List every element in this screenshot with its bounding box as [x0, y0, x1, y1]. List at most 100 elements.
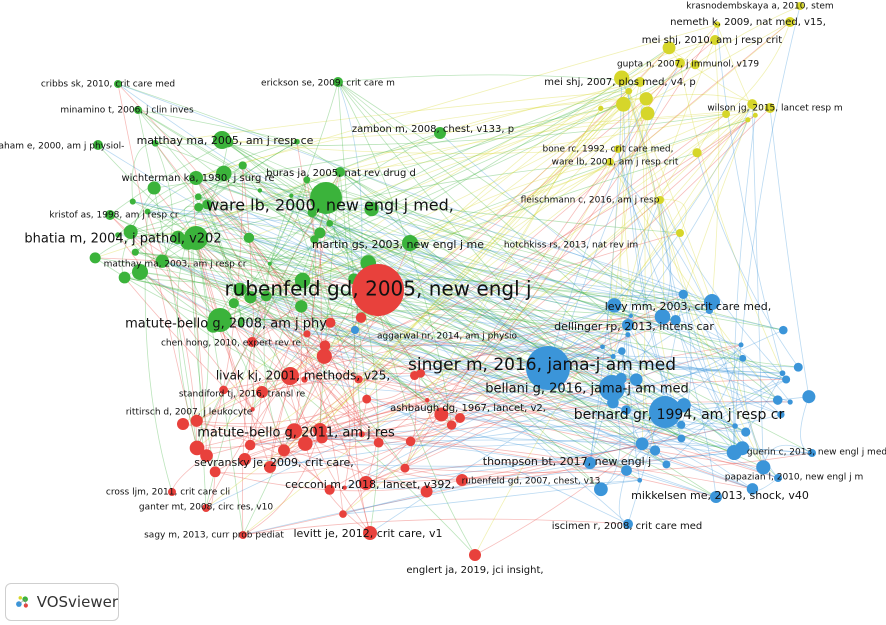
- publication-node[interactable]: [677, 434, 686, 443]
- publication-node[interactable]: [710, 491, 722, 503]
- publication-node[interactable]: [115, 232, 121, 238]
- publication-node[interactable]: [455, 413, 465, 423]
- publication-node[interactable]: [741, 427, 751, 437]
- publication-node[interactable]: [621, 465, 632, 476]
- publication-node[interactable]: [194, 202, 204, 212]
- publication-node[interactable]: [363, 526, 377, 540]
- publication-node[interactable]: [732, 423, 738, 429]
- publication-node[interactable]: [649, 445, 661, 456]
- publication-node[interactable]: [189, 440, 205, 456]
- publication-node[interactable]: [662, 460, 671, 469]
- publication-node[interactable]: [335, 167, 345, 177]
- publication-node[interactable]: [600, 344, 605, 350]
- publication-node[interactable]: [313, 423, 327, 437]
- publication-node[interactable]: [649, 396, 681, 428]
- publication-node[interactable]: [134, 106, 142, 114]
- publication-node[interactable]: [303, 176, 311, 184]
- publication-node[interactable]: [244, 439, 256, 451]
- publication-node[interactable]: [177, 418, 189, 430]
- publication-node[interactable]: [194, 193, 202, 201]
- publication-node[interactable]: [216, 165, 232, 182]
- publication-node[interactable]: [739, 354, 747, 362]
- publication-node[interactable]: [324, 484, 335, 495]
- publication-node[interactable]: [416, 368, 426, 378]
- publication-node[interactable]: [310, 182, 342, 214]
- publication-node[interactable]: [168, 488, 176, 496]
- publication-node[interactable]: [256, 386, 268, 398]
- publication-node[interactable]: [713, 21, 721, 28]
- publication-node[interactable]: [402, 235, 418, 251]
- publication-node[interactable]: [354, 375, 363, 384]
- publication-node[interactable]: [690, 59, 700, 70]
- publication-node[interactable]: [233, 282, 247, 297]
- publication-node[interactable]: [244, 291, 257, 304]
- publication-node[interactable]: [301, 376, 308, 383]
- publication-node[interactable]: [746, 483, 759, 495]
- publication-node[interactable]: [662, 41, 676, 55]
- publication-node[interactable]: [752, 112, 758, 118]
- publication-node[interactable]: [779, 325, 788, 335]
- publication-node[interactable]: [351, 326, 359, 334]
- publication-node[interactable]: [239, 531, 247, 539]
- publication-node[interactable]: [155, 254, 169, 268]
- publication-node[interactable]: [745, 117, 751, 123]
- publication-node[interactable]: [606, 158, 614, 166]
- publication-node[interactable]: [202, 504, 210, 512]
- publication-node[interactable]: [446, 420, 457, 430]
- publication-node[interactable]: [250, 407, 255, 412]
- publication-node[interactable]: [294, 138, 300, 145]
- publication-node[interactable]: [286, 423, 303, 439]
- publication-node[interactable]: [238, 321, 244, 328]
- publication-node[interactable]: [420, 485, 433, 498]
- publication-node[interactable]: [594, 482, 608, 497]
- publication-node[interactable]: [625, 332, 631, 338]
- publication-node[interactable]: [756, 460, 771, 475]
- publication-node[interactable]: [654, 308, 671, 325]
- publication-node[interactable]: [228, 298, 239, 309]
- publication-node[interactable]: [310, 235, 319, 244]
- publication-node[interactable]: [294, 272, 311, 289]
- publication-node[interactable]: [614, 70, 630, 86]
- publication-node[interactable]: [675, 58, 685, 68]
- publication-node[interactable]: [105, 210, 115, 220]
- publication-node[interactable]: [774, 474, 782, 482]
- publication-node[interactable]: [132, 264, 148, 280]
- publication-node[interactable]: [184, 226, 208, 250]
- publication-node[interactable]: [362, 394, 372, 404]
- publication-node[interactable]: [677, 420, 686, 429]
- publication-node[interactable]: [267, 261, 272, 266]
- publication-node[interactable]: [610, 353, 616, 360]
- publication-node[interactable]: [123, 224, 138, 239]
- publication-node[interactable]: [710, 35, 720, 45]
- publication-node[interactable]: [678, 289, 688, 299]
- publication-node[interactable]: [793, 362, 803, 372]
- publication-node[interactable]: [456, 474, 468, 486]
- publication-node[interactable]: [630, 373, 643, 386]
- publication-node[interactable]: [628, 313, 634, 318]
- publication-node[interactable]: [747, 99, 758, 110]
- publication-node[interactable]: [623, 519, 633, 529]
- publication-node[interactable]: [434, 127, 446, 139]
- publication-node[interactable]: [295, 300, 308, 313]
- publication-node[interactable]: [171, 230, 185, 245]
- publication-node[interactable]: [314, 227, 326, 239]
- publication-node[interactable]: [808, 449, 816, 457]
- publication-node[interactable]: [777, 410, 785, 419]
- publication-node[interactable]: [144, 208, 151, 215]
- publication-node[interactable]: [352, 264, 404, 316]
- publication-node[interactable]: [238, 316, 245, 323]
- publication-node[interactable]: [289, 193, 294, 198]
- publication-node[interactable]: [243, 232, 255, 244]
- publication-node[interactable]: [281, 367, 299, 385]
- publication-node[interactable]: [670, 315, 681, 326]
- publication-node[interactable]: [621, 405, 632, 415]
- publication-node[interactable]: [147, 181, 161, 195]
- publication-node[interactable]: [333, 77, 343, 87]
- publication-node[interactable]: [772, 395, 783, 405]
- publication-node[interactable]: [614, 145, 622, 153]
- publication-node[interactable]: [342, 485, 347, 490]
- publication-node[interactable]: [213, 131, 231, 149]
- publication-node[interactable]: [622, 319, 634, 331]
- publication-node[interactable]: [247, 337, 257, 347]
